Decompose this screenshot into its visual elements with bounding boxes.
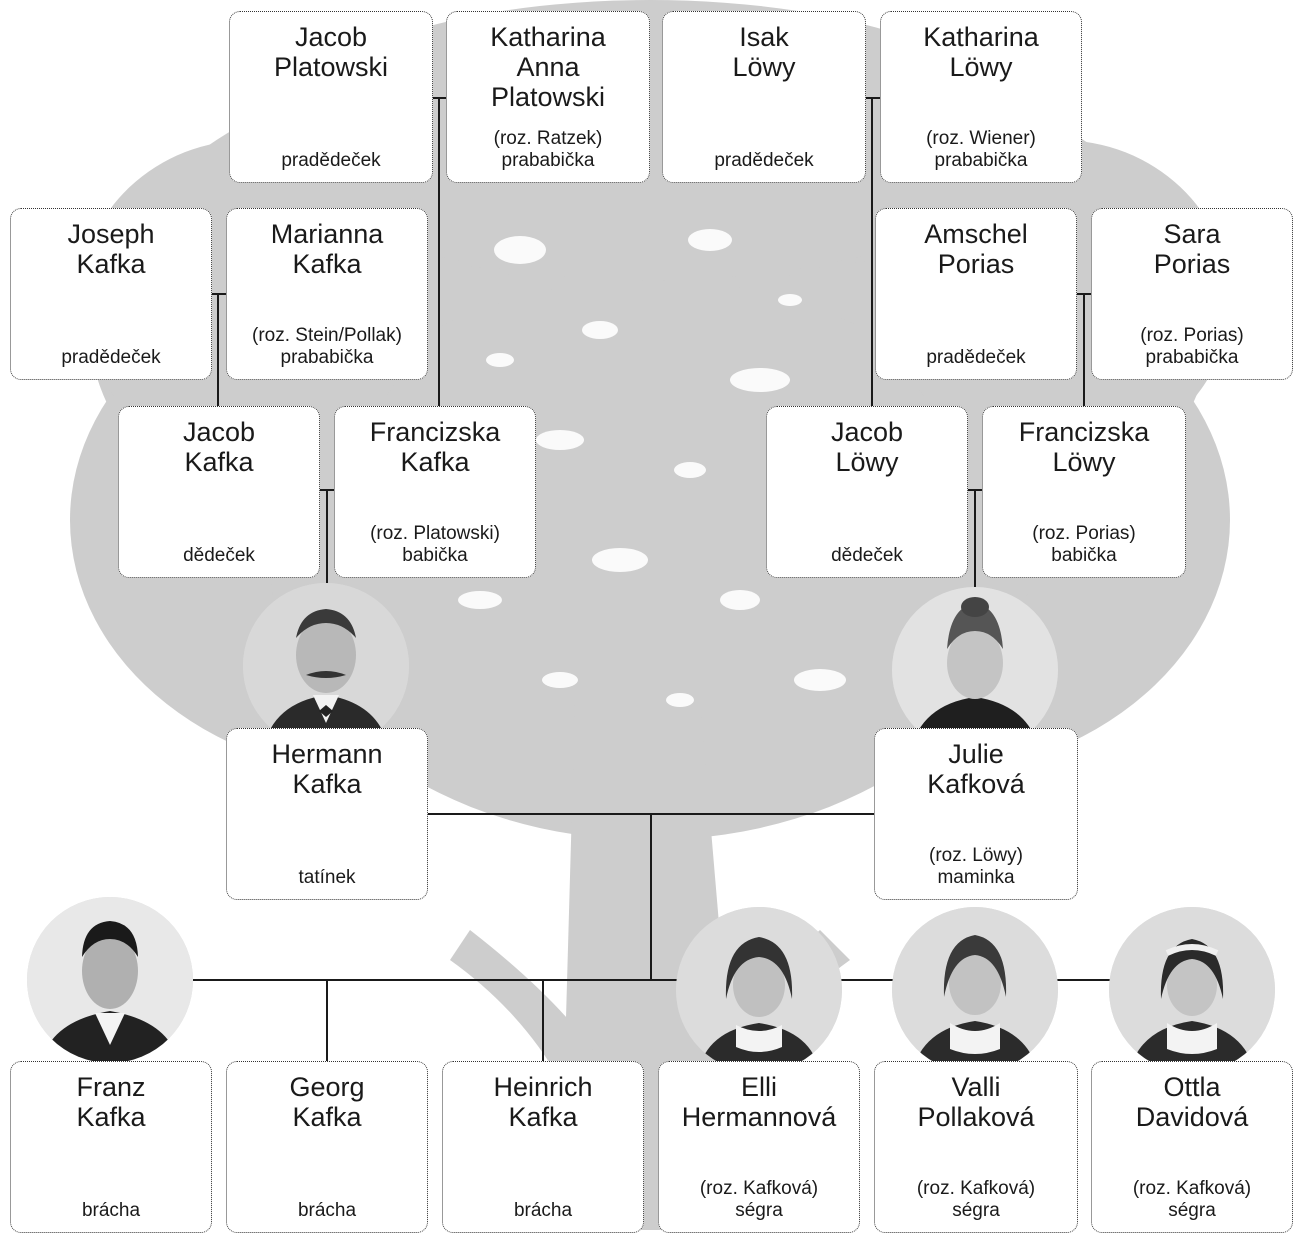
person-jacob-lowy: Jacob Löwy dědeček xyxy=(766,406,968,578)
person-role: (roz. Porias) babička xyxy=(1032,523,1136,566)
person-name: Heinrich Kafka xyxy=(493,1072,593,1132)
person-georg-kafka: Georg Kafka brácha xyxy=(226,1061,428,1233)
person-role: (roz. Löwy) maminka xyxy=(929,845,1023,888)
person-role: brácha xyxy=(81,1200,141,1221)
person-name: Hermann Kafka xyxy=(271,739,383,799)
elli-photo xyxy=(676,907,842,1073)
person-katharina-lowy: Katharina Löwy (roz. Wiener) prababička xyxy=(880,11,1082,183)
person-amschel-porias: Amschel Porias pradědeček xyxy=(875,208,1077,380)
person-franz-kafka: Franz Kafka brácha xyxy=(10,1061,212,1233)
person-isak-lowy: Isak Löwy pradědeček xyxy=(662,11,866,183)
person-name: Franz Kafka xyxy=(76,1072,146,1132)
person-role: brácha xyxy=(513,1200,573,1221)
person-francizska-kafka: Francizska Kafka (roz. Platowski) babičk… xyxy=(334,406,536,578)
person-name: Katharina Löwy xyxy=(923,22,1039,82)
person-ottla-davidova: Ottla Davidová (roz. Kafková) ségra xyxy=(1091,1061,1293,1233)
person-katharina-platowski: Katharina Anna Platowski (roz. Ratzek) p… xyxy=(446,11,650,183)
person-name: Jacob Löwy xyxy=(830,417,904,477)
person-julie-kafkova: Julie Kafková (roz. Löwy) maminka xyxy=(874,728,1078,900)
hermann-photo xyxy=(243,583,409,749)
person-francizska-lowy: Francizska Löwy (roz. Porias) babička xyxy=(982,406,1186,578)
person-joseph-kafka: Joseph Kafka pradědeček xyxy=(10,208,212,380)
person-name: Jacob Kafka xyxy=(182,417,256,477)
person-marianna-kafka: Marianna Kafka (roz. Stein/Pollak) praba… xyxy=(226,208,428,380)
person-valli-pollakova: Valli Pollaková (roz. Kafková) ségra xyxy=(874,1061,1078,1233)
person-name: Ottla Davidová xyxy=(1135,1072,1249,1132)
valli-photo xyxy=(892,907,1058,1073)
person-role: pradědeček xyxy=(281,150,381,171)
person-role: brácha xyxy=(297,1200,357,1221)
person-role: pradědeček xyxy=(714,150,814,171)
person-name: Valli Pollaková xyxy=(917,1072,1035,1132)
person-role: (roz. Wiener) prababička xyxy=(926,128,1036,171)
person-role: (roz. Ratzek) prababička xyxy=(493,128,603,171)
person-role: (roz. Stein/Pollak) prababička xyxy=(252,325,402,368)
franz-photo xyxy=(27,897,193,1063)
person-name: Georg Kafka xyxy=(289,1072,365,1132)
person-role: (roz. Kafková) ségra xyxy=(1132,1178,1252,1221)
person-name: Katharina Anna Platowski xyxy=(490,22,606,112)
person-name: Julie Kafková xyxy=(927,739,1025,799)
person-name: Jacob Platowski xyxy=(273,22,389,82)
person-name: Francizska Kafka xyxy=(369,417,501,477)
person-role: dědeček xyxy=(183,545,255,566)
person-name: Elli Hermannová xyxy=(681,1072,837,1132)
person-role: (roz. Kafková) ségra xyxy=(699,1178,819,1221)
person-elli-hermannova: Elli Hermannová (roz. Kafková) ségra xyxy=(658,1061,860,1233)
person-role: dědeček xyxy=(831,545,903,566)
person-heinrich-kafka: Heinrich Kafka brácha xyxy=(442,1061,644,1233)
julie-photo xyxy=(892,587,1058,753)
ottla-photo xyxy=(1109,907,1275,1073)
person-sara-porias: Sara Porias (roz. Porias) prababička xyxy=(1091,208,1293,380)
person-name: Sara Porias xyxy=(1153,219,1231,279)
person-role: (roz. Platowski) babička xyxy=(370,523,500,566)
person-name: Francizska Löwy xyxy=(1018,417,1150,477)
person-role: (roz. Kafková) ségra xyxy=(916,1178,1036,1221)
person-name: Isak Löwy xyxy=(732,22,796,82)
person-name: Joseph Kafka xyxy=(67,219,155,279)
person-name: Marianna Kafka xyxy=(270,219,384,279)
person-name: Amschel Porias xyxy=(924,219,1028,279)
person-role: pradědeček xyxy=(926,347,1026,368)
person-role: tatínek xyxy=(298,867,356,888)
person-role: pradědeček xyxy=(61,347,161,368)
person-role: (roz. Porias) prababička xyxy=(1140,325,1244,368)
person-jacob-platowski: Jacob Platowski pradědeček xyxy=(229,11,433,183)
person-jacob-kafka: Jacob Kafka dědeček xyxy=(118,406,320,578)
person-hermann-kafka: Hermann Kafka tatínek xyxy=(226,728,428,900)
